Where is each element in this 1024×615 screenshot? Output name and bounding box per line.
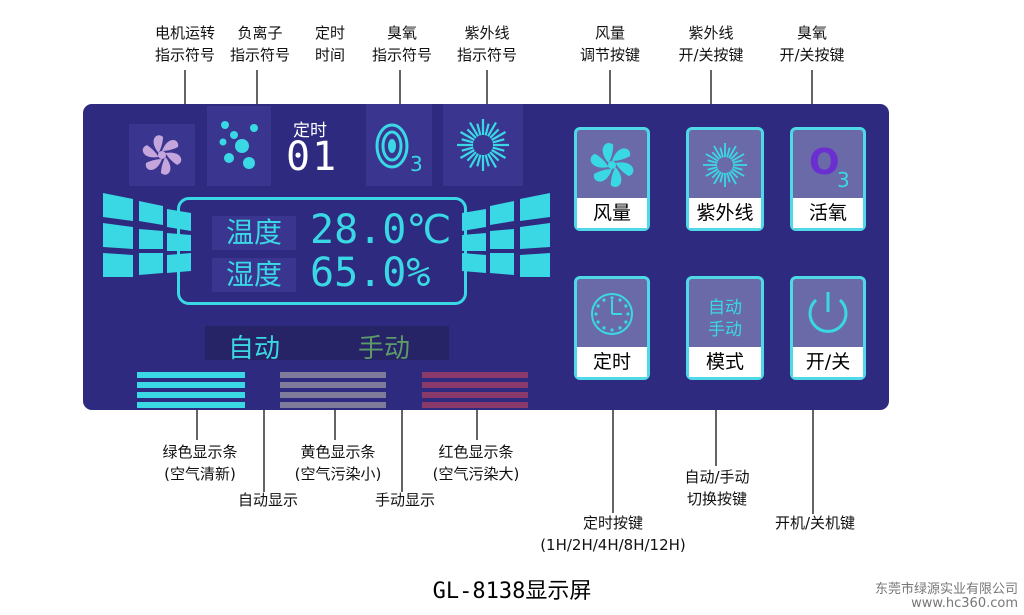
- label-ozone: 臭氧指示符号: [371, 24, 432, 64]
- humidity-label: 湿度: [212, 258, 296, 292]
- timer-digits: 01: [286, 134, 339, 180]
- uv-button-label: 紫外线: [689, 198, 761, 228]
- uv-button[interactable]: 紫外线: [686, 127, 764, 231]
- ozone-icon: [375, 123, 409, 169]
- readout-frame: [177, 197, 467, 305]
- timer-button-label: 定时: [577, 347, 647, 377]
- label-timer-key: 定时按键(1H/2H/4H/8H/12H): [540, 514, 686, 554]
- mode-button-label: 模式: [689, 347, 761, 377]
- power-icon: [808, 292, 848, 333]
- ozone-subscript: 3: [410, 152, 423, 176]
- uv-sun-icon: [703, 143, 747, 187]
- uv-indicator: [443, 104, 523, 186]
- auto-text: 自动: [228, 334, 281, 364]
- yellow-strip: [280, 372, 386, 408]
- label-yellow-strip: 黄色显示条(空气污染小): [294, 443, 382, 483]
- timer-button[interactable]: 定时: [574, 276, 650, 380]
- o3-icon: O: [809, 142, 840, 183]
- fan-button-label: 风量: [577, 198, 647, 228]
- ozone-button-label: 活氧: [793, 198, 863, 228]
- o3-subscript: 3: [837, 168, 850, 192]
- label-auto-display: 自动显示: [237, 491, 298, 509]
- auto-manual-bar: [205, 326, 449, 360]
- label-power-key: 开机/关机键: [774, 514, 856, 532]
- label-green-strip: 绿色显示条(空气清新): [162, 443, 238, 483]
- ozone-indicator: 3: [366, 104, 432, 186]
- right-bar-graph: [462, 193, 550, 277]
- power-button[interactable]: 开/关: [790, 276, 866, 380]
- anion-dots-icon: [219, 121, 258, 169]
- label-fan-key: 风量调节按键: [579, 24, 640, 64]
- watermark-company: 东莞市绿源实业有限公司: [874, 582, 1018, 597]
- label-uv: 紫外线指示符号: [456, 24, 517, 64]
- red-strip: [422, 372, 528, 408]
- motor-indicator: [129, 124, 195, 186]
- label-uv-key: 紫外线开/关按键: [678, 24, 744, 64]
- label-mode-key: 自动/手动切换按键: [684, 468, 750, 508]
- fan-button[interactable]: 风量: [574, 127, 650, 231]
- label-ozone-key: 臭氧开/关按键: [779, 24, 845, 64]
- power-button-label: 开/关: [793, 347, 863, 377]
- fan-icon: [142, 135, 182, 175]
- label-red-strip: 红色显示条(空气污染大): [432, 443, 520, 483]
- green-strip: [137, 372, 245, 408]
- ozone-button[interactable]: O 3 活氧: [790, 127, 866, 231]
- footer-title: GL-8138显示屏: [432, 579, 592, 604]
- clock-icon: [591, 293, 633, 335]
- timer-title: 定时: [293, 121, 327, 141]
- label-anion: 负离子指示符号: [229, 24, 290, 64]
- label-motor: 电机运转指示符号: [154, 24, 215, 64]
- humidity-value: 65.0%: [310, 250, 431, 296]
- temp-value: 28.0℃: [310, 207, 452, 253]
- manual-text: 手动: [358, 334, 411, 364]
- watermark-url: www.hc360.com: [911, 596, 1018, 611]
- fan-icon: [590, 143, 634, 187]
- mode-icon-text: 自动手动: [708, 298, 742, 340]
- label-manual-display: 手动显示: [374, 491, 435, 509]
- mode-button[interactable]: 自动手动 模式: [686, 276, 764, 380]
- anion-indicator: [207, 106, 271, 186]
- temp-label: 温度: [212, 216, 296, 250]
- label-timer: 定时时间: [314, 24, 345, 64]
- uv-sun-icon: [457, 119, 509, 171]
